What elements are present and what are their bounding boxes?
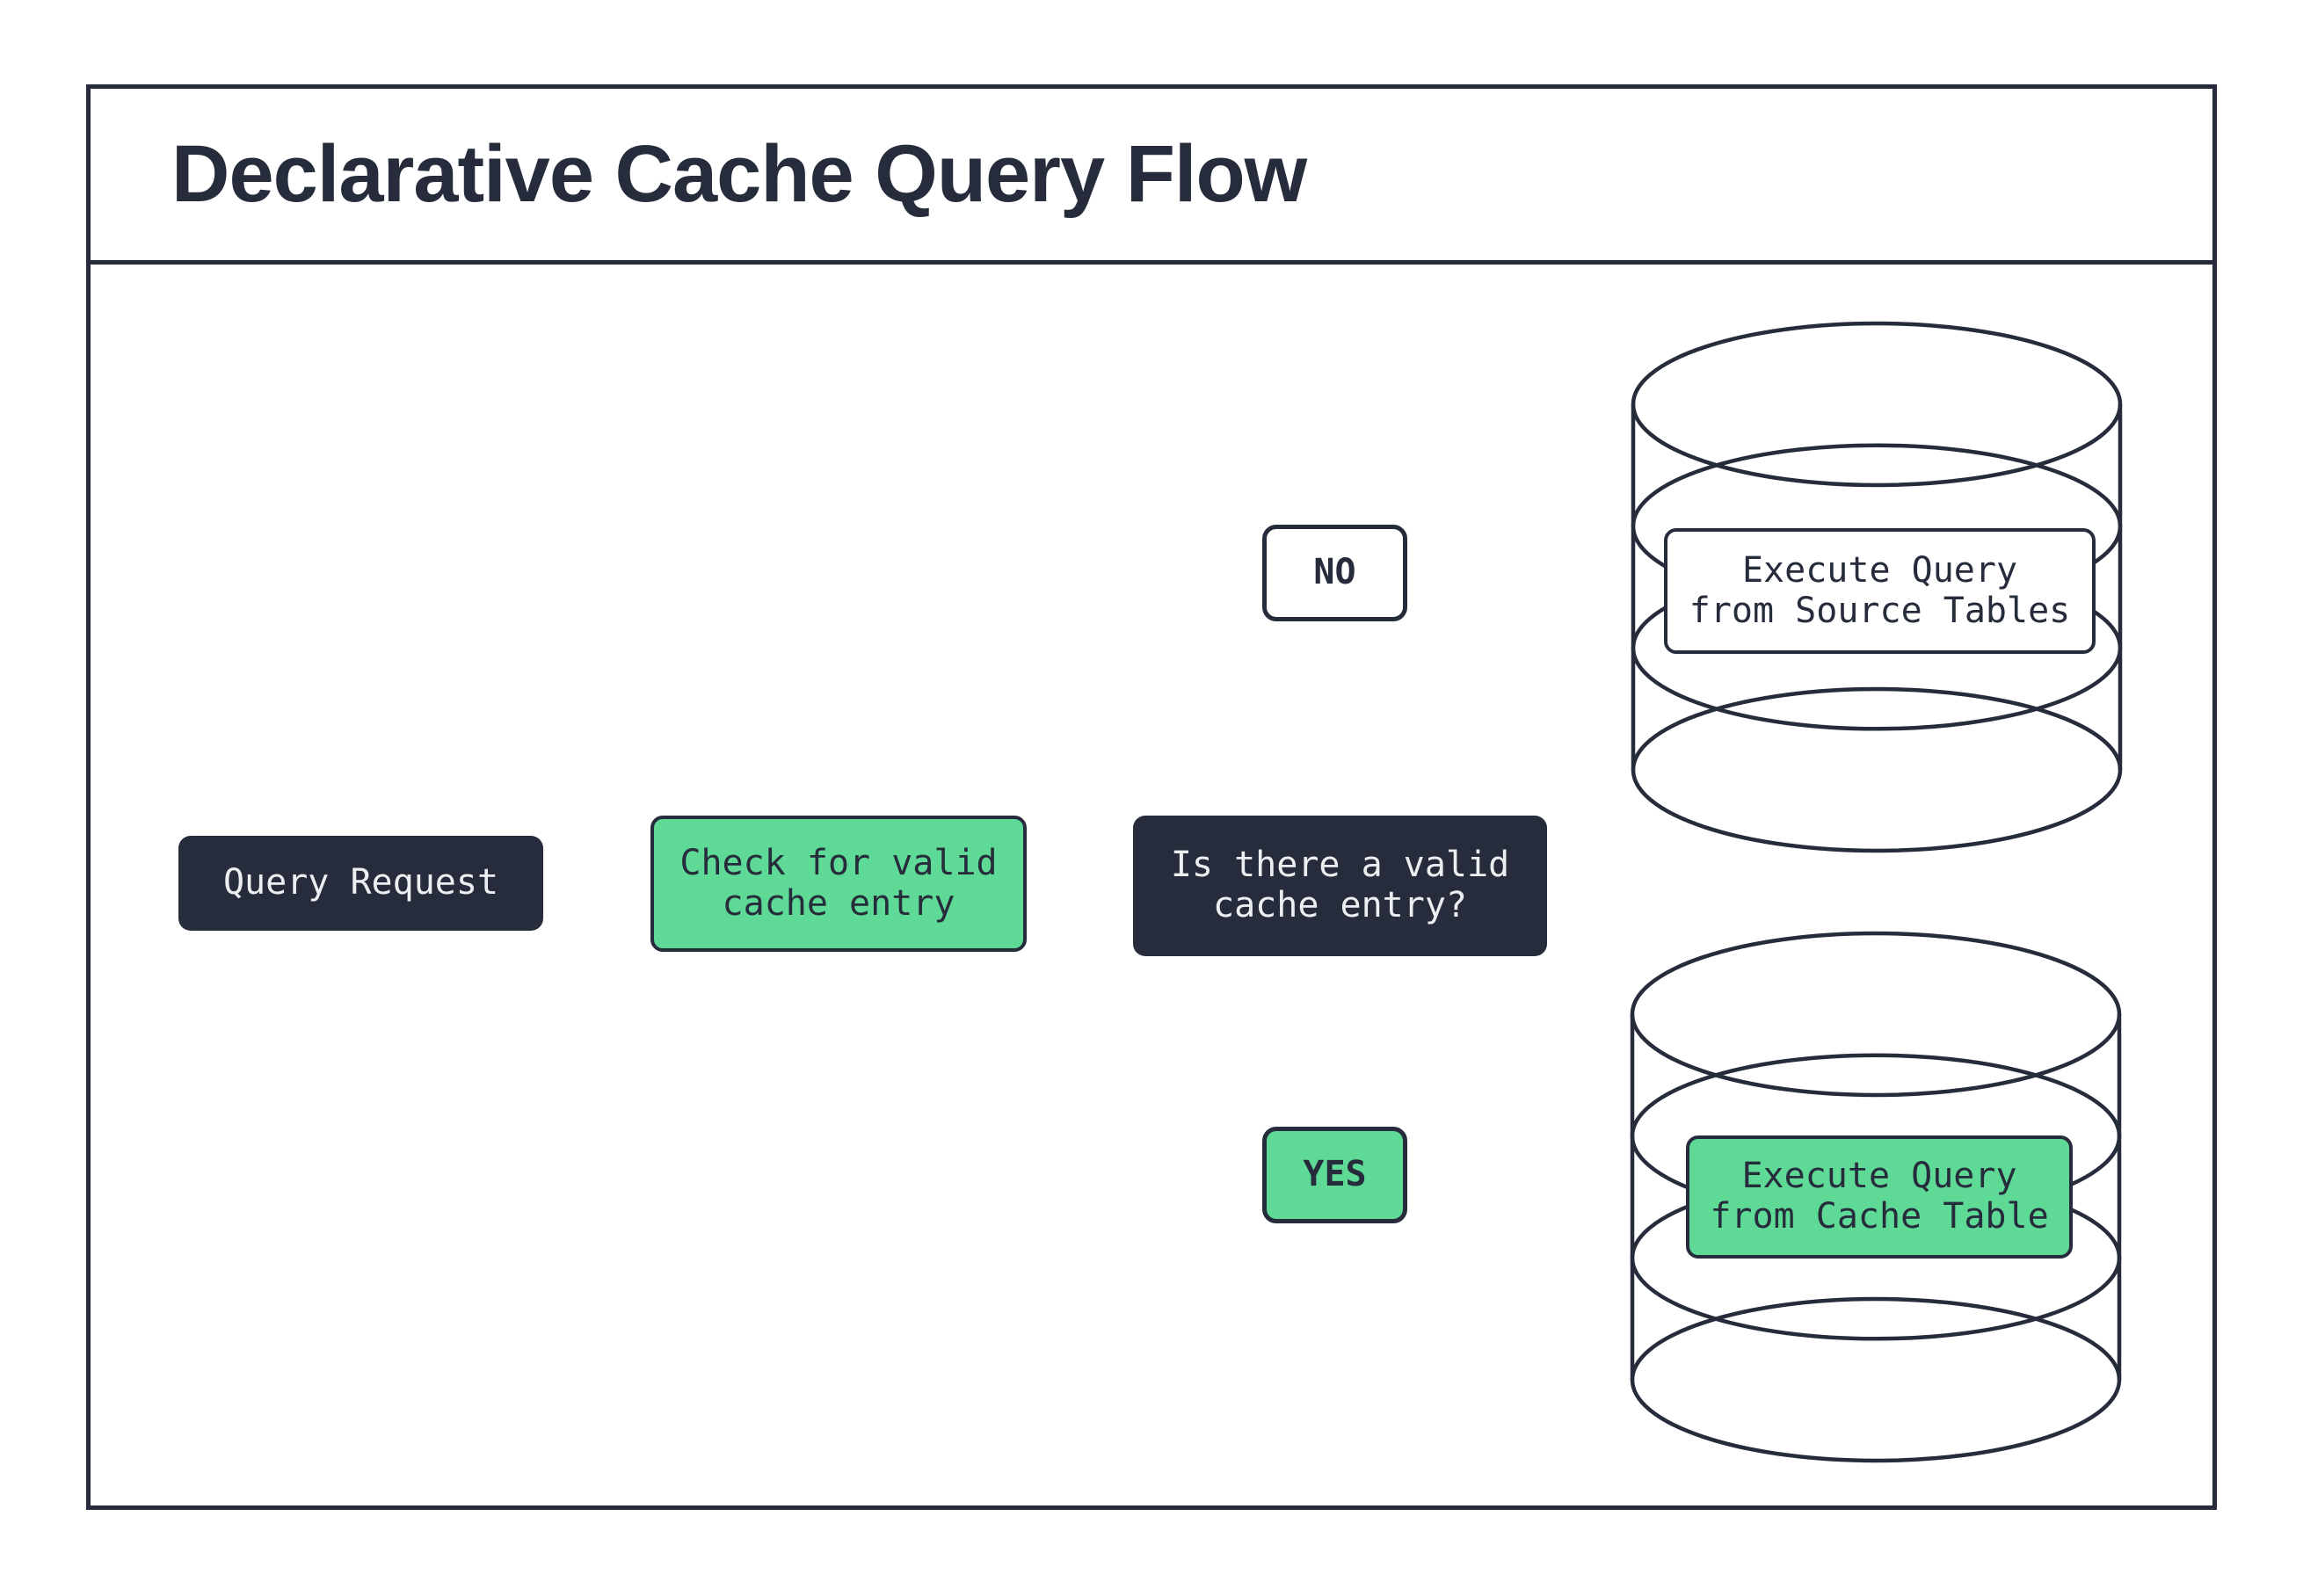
decision-node: Is there a valid cache entry? xyxy=(1133,816,1547,956)
query-request-node: Query Request xyxy=(178,836,543,931)
check-cache-node: Check for valid cache entry xyxy=(650,816,1027,952)
no-branch-label: NO xyxy=(1262,525,1407,621)
page-title: Declarative Cache Query Flow xyxy=(171,129,1307,219)
execute-source-tables-node: Execute Query from Source Tables xyxy=(1664,528,2096,654)
title-bar: Declarative Cache Query Flow xyxy=(91,89,2212,265)
execute-cache-table-node: Execute Query from Cache Table xyxy=(1686,1135,2073,1259)
yes-branch-label: YES xyxy=(1262,1127,1407,1223)
